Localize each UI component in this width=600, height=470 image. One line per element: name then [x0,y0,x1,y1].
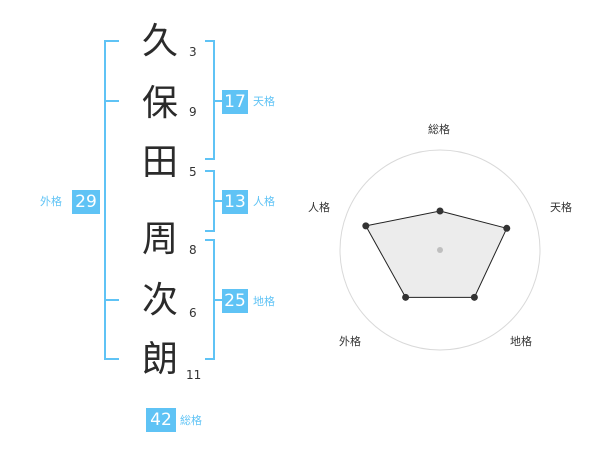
radar-axis-label: 人格 [308,201,330,214]
jinkaku-value: 13 [222,190,248,214]
radar-points [362,207,511,301]
radar-point [436,207,444,215]
stroke-count: 5 [189,165,197,179]
jinkaku-label: 人格 [253,195,275,208]
radar-point [470,293,478,301]
radar-axis-label: 外格 [339,335,361,348]
chikaku-value: 25 [222,289,248,313]
stroke-count: 9 [189,105,197,119]
radar-point [503,224,511,232]
name-char: 朗 [141,339,178,380]
gaikaku-bracket [104,40,119,360]
soukaku-label: 総格 [180,414,202,427]
radar-polygon [365,210,508,298]
name-char: 次 [141,280,178,321]
soukaku-value: 42 [146,408,176,432]
name-char: 周 [141,219,178,260]
radar-center-dot [437,247,443,253]
radar-axis-label: 天格 [550,201,572,214]
stroke-count: 8 [189,243,197,257]
stroke-count: 11 [186,368,202,382]
stroke-count: 3 [189,45,197,59]
radar-point [362,222,370,230]
radar-axis-label: 地格 [510,335,532,348]
chikaku-label: 地格 [253,295,275,308]
name-char: 保 [141,83,178,124]
name-char: 田 [141,142,178,183]
stroke-count: 6 [189,306,197,320]
gaikaku-label: 外格 [40,195,62,208]
name-char: 久 [141,21,178,62]
radar-point [402,293,410,301]
radar-axis-label: 総格 [428,123,450,136]
tenkaku-value: 17 [222,90,248,114]
tenkaku-label: 天格 [253,95,275,108]
gaikaku-value: 29 [72,190,100,214]
